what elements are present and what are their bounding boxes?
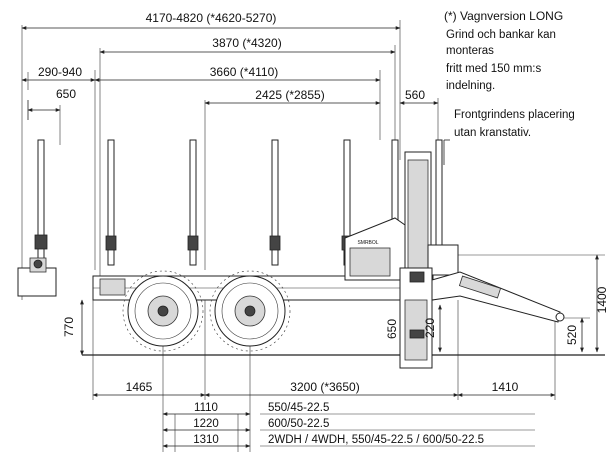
dim-wheelbase: 3200 (*3650) [290,380,359,394]
dim-frame-height: 1400 [595,286,609,313]
note-version: (*) Vagnversion LONG [444,9,563,23]
note-grind-2: monteras [446,45,494,57]
dim-frontgrid-offset: 560 [405,88,425,102]
dim-rear-post-offset: 650 [56,87,76,101]
note-front-1: Frontgrindens placering [454,109,575,121]
dim-front-length: 1410 [492,380,519,394]
note-front-2: utan kranstativ. [454,127,531,139]
wheel-table-width-1: 1110 [194,402,218,414]
note-grind-1: Grind och bankar kan [446,29,556,41]
dim-rear-axle-distance: 1465 [126,380,153,394]
wheel-table-tyre-2: 600/50-22.5 [268,418,329,430]
wheels [122,270,291,352]
dim-hitch-height: 520 [565,325,579,345]
note-grind-3: fritt med 150 mm:s [446,63,541,75]
wheel-table-width-2: 1220 [193,418,219,430]
wheel-table [162,412,535,452]
note-grind-4: indelning. [446,80,495,92]
dim-rear-bunk-height: 770 [62,317,76,337]
dim-bunk-span: 3660 (*4110) [210,65,279,79]
rear-bunk [17,257,57,297]
top-dimensions [21,26,439,120]
drawbar [431,271,565,323]
dim-frontgrid-span: 2425 (*2855) [255,88,324,102]
dim-bunk-span-long: 3870 (*4320) [212,36,281,50]
dim-drawbar-height-low: 650 [385,319,399,339]
wheel-table-width-3: 1310 [193,434,219,446]
dim-rear-overhang: 290-940 [38,65,82,79]
crane-badge: SMRBOL [357,240,378,246]
dim-drawbar-height-mid: 220 [423,318,437,338]
wheel-table-tyre-1: 550/45-22.5 [268,402,329,414]
wheel-table-tyre-3: 2WDH / 4WDH, 550/45-22.5 / 600/50-22.5 [268,434,484,446]
front-grid [344,151,459,369]
stakes [34,139,443,271]
dim-overall-length: 4170-4820 (*4620-5270) [146,11,277,25]
